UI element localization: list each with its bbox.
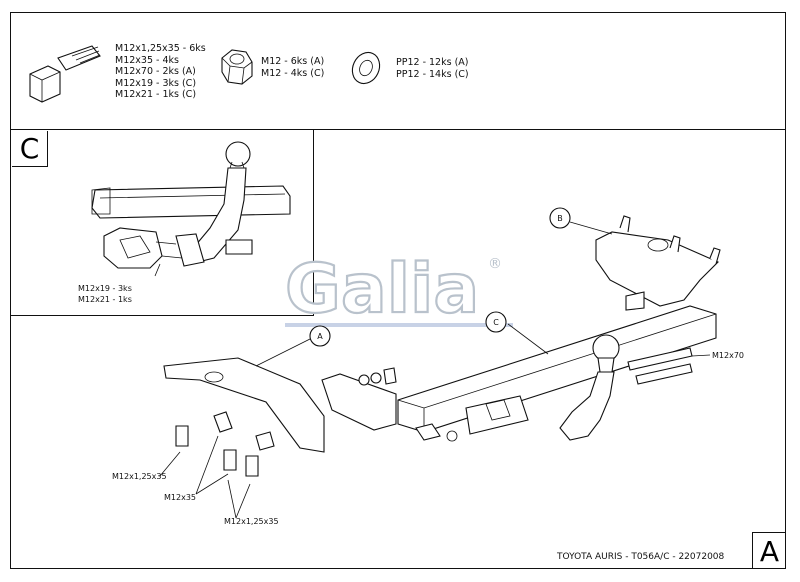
watermark-underline <box>285 323 513 327</box>
washer-list: PP12 - 12ks (A) PP12 - 14ks (C) <box>396 57 469 80</box>
galia-watermark: Galia ® <box>284 249 513 330</box>
bolt-list: M12x1,25x35 - 6ks M12x35 - 4ks M12x70 - … <box>115 43 206 101</box>
washer-list-item: PP12 - 12ks (A) <box>396 57 469 68</box>
label-m12x125x35-lower: M12x1,25x35 <box>224 517 279 526</box>
bolt-icon <box>29 45 101 103</box>
bolt-list-item: M12x70 - 2ks (A) <box>115 66 196 77</box>
bolt-list-item: M12x19 - 3ks (C) <box>115 77 197 89</box>
callout-a-letter: A <box>317 332 323 341</box>
leader-lines <box>159 221 711 519</box>
drawing-frame <box>10 12 786 569</box>
registered-mark: ® <box>488 256 502 272</box>
watermark-text: Galia <box>285 250 479 329</box>
callout-c-letter: C <box>493 318 499 327</box>
socket-plate <box>415 395 529 442</box>
label-m12x35: M12x35 <box>164 493 196 502</box>
label-m12x70: M12x70 <box>712 351 744 360</box>
bolt-list-item: M12x1,25x35 - 6ks <box>115 43 206 54</box>
callout-b: B <box>549 207 571 229</box>
nut-list-item: M12 - 6ks (A) <box>261 56 325 67</box>
nut-list: M12 - 6ks (A) M12 - 4ks (C) <box>261 56 324 79</box>
callout-c: C <box>485 311 507 333</box>
bracket-a <box>163 357 397 453</box>
callout-a: A <box>309 325 331 347</box>
washer-list-item: PP12 - 14ks (C) <box>396 68 469 80</box>
inset-towball-detail <box>91 141 291 277</box>
nut-list-item: M12 - 4ks (C) <box>261 67 325 79</box>
detail-inset <box>10 129 314 316</box>
inset-letter: C <box>12 131 48 167</box>
sheet-letter: A <box>752 532 786 569</box>
nut-icon <box>221 49 253 85</box>
bolt-list-item: M12x21 - 1ks (C) <box>115 89 197 100</box>
towball <box>559 334 620 441</box>
bracket-b <box>595 215 721 311</box>
drawing-caption: TOYOTA AURIS - T056A/C - 22072008 <box>557 552 725 562</box>
callout-b-letter: B <box>557 214 563 223</box>
hardware-panel <box>10 12 786 130</box>
inset-bolt-label-2: M12x21 - 1ks <box>78 295 132 304</box>
inset-bolt-label-1: M12x19 - 3ks <box>78 284 132 293</box>
fastener-group <box>175 347 693 477</box>
bolt-list-item: M12x35 - 4ks <box>115 54 179 66</box>
washer-icon <box>351 51 381 85</box>
label-m12x125x35-upper: M12x1,25x35 <box>112 472 167 481</box>
